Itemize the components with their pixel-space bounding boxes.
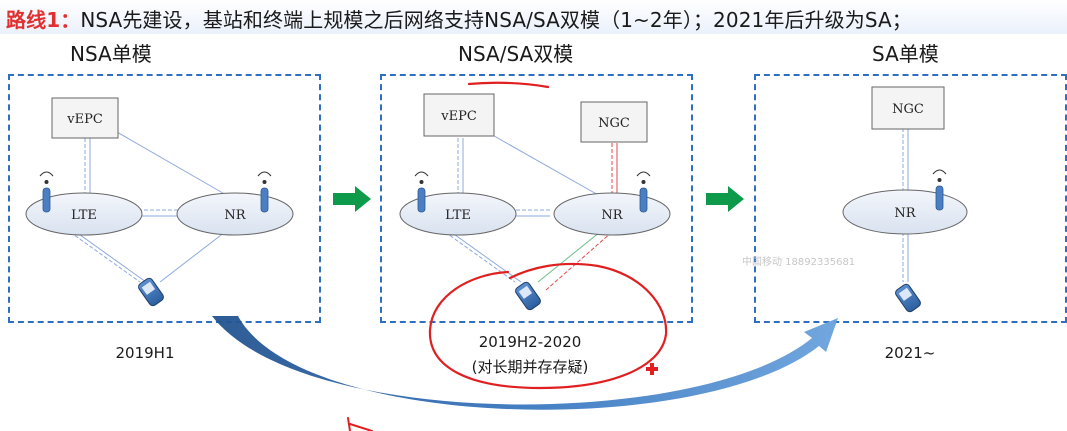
panel1-phone-icon: [138, 277, 164, 307]
panel2-lte-label: LTE: [445, 208, 471, 223]
slide-title: 路线1：NSA先建设，基站和终端上规模之后网络支持NSA/SA双模（1~2年）；…: [6, 4, 912, 33]
title-text: NSA先建设，基站和终端上规模之后网络支持NSA/SA双模（1~2年）；2021…: [80, 8, 912, 32]
caption-2019h1: 2019H1: [115, 344, 175, 362]
red-cursor-mark: [347, 417, 373, 431]
panel2-ngc-label: NGC: [598, 116, 630, 131]
panel-heading-nsa: NSA单模: [70, 42, 152, 66]
caption-2021: 2021~: [884, 344, 936, 362]
panel3-ngc-box: [871, 86, 945, 130]
panel3-ngc-label: NGC: [892, 102, 924, 117]
route-label: 路线1：: [6, 8, 81, 32]
step-arrow-1: [333, 186, 371, 212]
panel2-phone-icon: [515, 281, 541, 311]
panel2-nr-label: NR: [601, 208, 623, 223]
panel1-lte-label: LTE: [71, 208, 97, 223]
panel3-nr-antenna-icon: [932, 169, 947, 211]
panel1-vepc-label: vEPC: [66, 112, 103, 127]
red-underline-mark: [467, 81, 550, 89]
panel-sa: [754, 74, 1067, 323]
panel-heading-sa: SA单模: [872, 42, 939, 66]
panel1-nr-antenna-icon: [257, 171, 272, 213]
panel3-nr-label: NR: [894, 206, 916, 221]
panel2-lte-antenna-icon: [414, 171, 429, 213]
transition-curve-arrow: [212, 316, 838, 410]
panel-nsa-sa: [380, 74, 693, 323]
title-bar: [0, 0, 1067, 34]
panel2-vepc-label: vEPC: [440, 109, 477, 124]
panel1-lte-cell: [25, 192, 143, 236]
red-plus-icon: [646, 363, 658, 375]
watermark: 中国移动 18892335681: [742, 257, 856, 268]
panel2-nr-antenna-icon: [636, 171, 651, 213]
panel2-ngc-box: [580, 101, 648, 143]
panel3-links: [902, 128, 909, 282]
step-arrow-2: [706, 186, 744, 212]
red-circle-mark: [428, 262, 668, 390]
panel-heading-nsa-sa: NSA/SA双模: [458, 42, 574, 66]
caption-2019h2-2020: 2019H2-2020: [478, 333, 582, 351]
panel1-vepc-box: [51, 97, 119, 139]
panel-nsa: [8, 74, 321, 323]
panel1-lte-antenna-icon: [39, 171, 54, 213]
caption-coexistence-doubt: (对长期并存存疑): [471, 358, 589, 376]
panel2-lte-cell: [399, 192, 517, 236]
panel2-vepc-box: [423, 93, 495, 137]
panel2-links: [444, 127, 618, 291]
panel1-nr-label: NR: [224, 208, 246, 223]
panel3-phone-icon: [895, 283, 921, 313]
panel1-links: [69, 127, 229, 283]
